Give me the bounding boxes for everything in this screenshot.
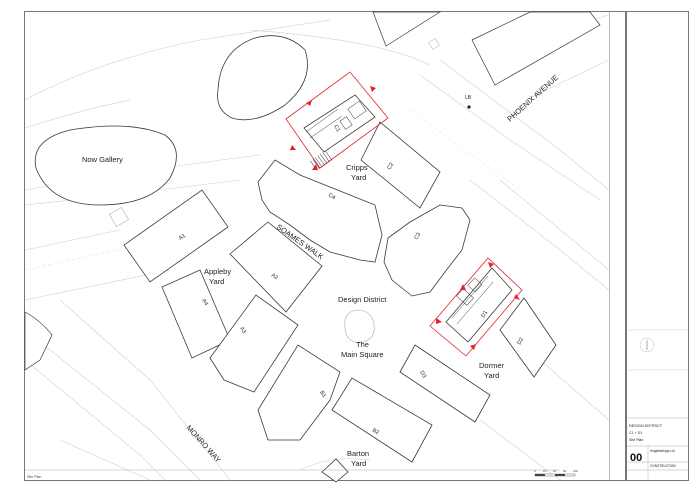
building-a1: [123, 189, 229, 283]
now-gallery-outline: [34, 125, 177, 206]
building-d2: [499, 297, 557, 378]
label-appleby-2: Yard: [209, 277, 224, 286]
label-phoenix-avenue: PHOENIX AVENUE: [505, 73, 560, 124]
label-monro-way: MONRO WAY: [185, 423, 223, 464]
building-b2: [331, 377, 433, 463]
code-c1: C1: [332, 124, 341, 133]
title-block-frame: [626, 11, 689, 481]
building-c1: [303, 94, 376, 153]
building-a3: [209, 294, 299, 393]
pavilion-outline: [217, 35, 308, 121]
sheet-number: 00: [630, 452, 642, 464]
label-lb: LB: [465, 95, 472, 101]
label-appleby-1: Appleby: [204, 267, 231, 276]
label-main-square-1: The: [356, 340, 369, 349]
code-d3: D3: [418, 370, 427, 379]
drawing-frame: [24, 11, 626, 481]
caption-site-plan: Site Plan: [27, 475, 41, 479]
label-design-district: Design District: [338, 295, 387, 304]
code-d2: D2: [517, 337, 526, 346]
label-cripps-2: Yard: [351, 173, 366, 182]
building-c4: [257, 159, 383, 263]
title-project: DESIGN DISTRICT: [629, 424, 663, 428]
c1-site-boundary: [285, 71, 389, 169]
building-c2: [360, 121, 441, 209]
title-project-sub: C1 + D1: [629, 431, 642, 435]
label-barton-1: Barton: [347, 449, 369, 458]
label-now-gallery: Now Gallery: [82, 155, 123, 164]
code-c2: C2: [387, 162, 396, 171]
d1-site-boundary: [429, 257, 523, 357]
code-a4: A4: [200, 298, 209, 307]
code-b2: B2: [371, 428, 380, 437]
label-cripps-1: Cripps: [346, 163, 368, 172]
building-outline-left-edge: [24, 311, 53, 371]
label-dormer-2: Yard: [484, 371, 499, 380]
building-d1: [445, 267, 513, 343]
code-a2: A2: [270, 273, 279, 282]
title-drawing: Site Plan: [629, 438, 643, 442]
code-b1: B1: [318, 390, 327, 399]
context-lines: [24, 14, 610, 481]
building-a2: [229, 221, 323, 313]
label-barton-2: Yard: [351, 459, 366, 468]
svg-text:10: 10: [543, 469, 547, 473]
building-b1: [257, 344, 341, 441]
code-a1: A1: [178, 233, 187, 242]
label-dormer-1: Dormer: [479, 361, 505, 370]
building-c3: [383, 204, 471, 297]
title-client: Knightsbridge Ltd: [650, 449, 675, 453]
scale-bar: 0 10 20 50 100: [534, 469, 578, 477]
code-a3: A3: [238, 326, 247, 335]
code-d1: D1: [481, 310, 490, 319]
lb-marker: [467, 105, 471, 109]
title-status: CONSTRUCTION: [650, 464, 676, 468]
building-outline-top-right: [471, 11, 601, 86]
north-arrow-icon: [639, 337, 655, 353]
svg-text:100: 100: [573, 469, 578, 473]
code-c4: C4: [327, 193, 336, 202]
svg-text:20: 20: [553, 469, 557, 473]
code-c3: C3: [414, 232, 423, 241]
building-outline-top: [372, 11, 442, 47]
building-d3: [399, 344, 491, 423]
svg-text:50: 50: [563, 469, 567, 473]
svg-text:0: 0: [534, 469, 536, 473]
label-main-square-2: Main Square: [341, 350, 384, 359]
